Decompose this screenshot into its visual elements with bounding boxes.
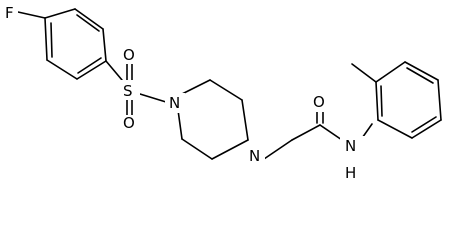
structure-diagram: F S O O N N O N H [4,4,442,182]
fluorophenyl-ring [44,8,107,80]
ring-s-bond [105,60,123,81]
piperazine-ring [177,79,249,160]
amide-nitrogen-label: N [345,137,356,155]
amide-hydrogen-label: H [345,164,356,182]
acetamide-linker [263,111,343,160]
sulfonyl-oxygen-bottom-label: O [123,114,135,132]
molecule-drawing: F S O O N N O N H [4,4,442,182]
sulfonyl-double-bonds [126,60,133,118]
sulfonyl-oxygen-top-label: O [123,46,135,64]
atom-labels: F S O O N N O N H [4,4,370,182]
methyl-bond [351,63,377,83]
s-n-bond [139,93,167,103]
sulfur-label: S [123,82,133,100]
piperazine-nitrogen-right-label: N [249,147,260,165]
carbonyl-oxygen-label: O [313,93,325,111]
tolyl-ring [375,61,442,139]
piperazine-nitrogen-left-label: N [169,94,180,112]
fluorine-label: F [5,4,14,22]
c-f-bond [17,11,46,19]
